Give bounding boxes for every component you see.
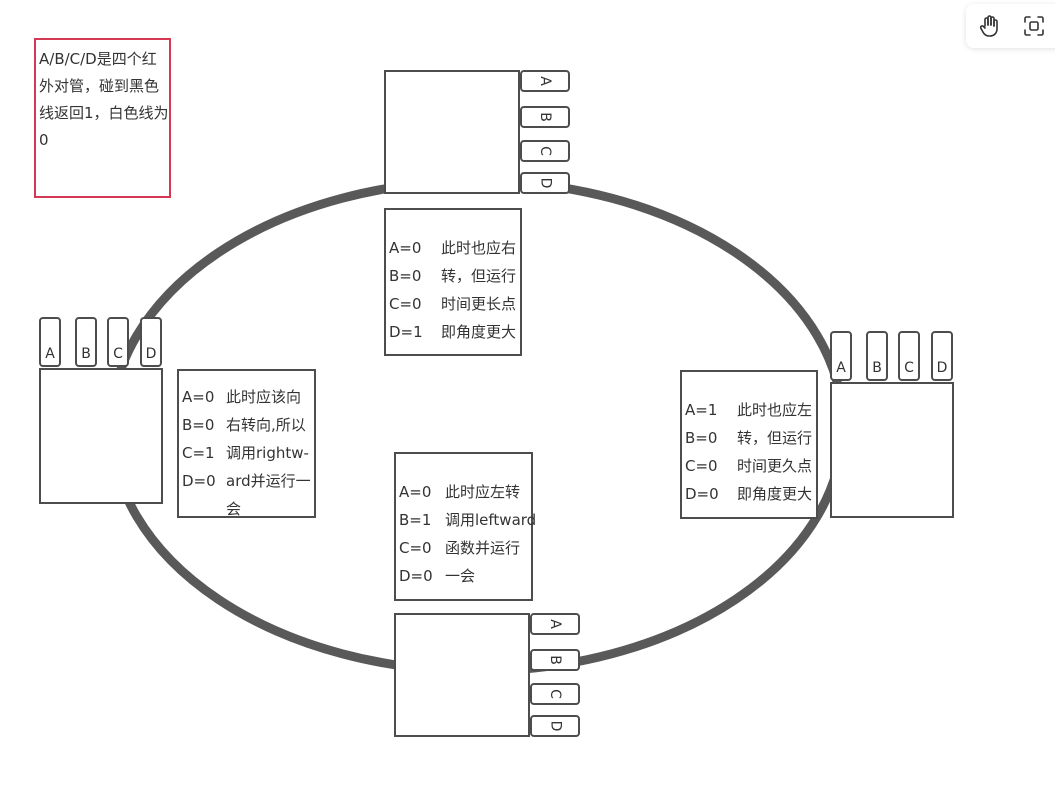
sensor-label: D xyxy=(547,720,563,732)
sensor-label: B xyxy=(536,112,553,122)
sensor-label: B xyxy=(546,655,563,665)
note-key xyxy=(182,495,222,523)
note-text: 调用rightw- xyxy=(226,444,309,462)
note-bottom: A=0 此时应左转 B=1 调用leftward C=0 函数并运行 D=0 一会 xyxy=(394,452,537,601)
note-key: D=1 xyxy=(389,323,423,341)
legend-note: A/B/C/D是四个红 外对管，碰到黑色 线返回1，白色线为 0 xyxy=(34,38,171,198)
sensor-label: A xyxy=(836,360,846,376)
sensor-label: A xyxy=(45,346,55,362)
sensor-tab-bottom-c: C xyxy=(530,683,580,705)
note-key: A=0 xyxy=(399,483,432,501)
note-text: 函数并运行 xyxy=(445,539,521,557)
sensor-tab-bottom-a: A xyxy=(530,613,580,635)
sensor-tab-top-c: C xyxy=(520,140,570,162)
note-key: A=1 xyxy=(685,401,718,419)
sensor-tab-left-b: B xyxy=(75,317,97,367)
note-text: 此时也应右 xyxy=(441,239,517,257)
note-text: 时间更长点 xyxy=(441,295,517,313)
note-key: D=0 xyxy=(182,472,216,490)
sensor-tab-right-c: C xyxy=(898,331,920,381)
legend-line: 0 xyxy=(39,131,49,149)
sensor-tab-top-b: B xyxy=(520,106,570,128)
sensor-label: B xyxy=(81,346,91,362)
note-text: 此时应左转 xyxy=(445,483,521,501)
note-key: D=0 xyxy=(685,485,719,503)
note-left: A=0 此时应该向 B=0 右转向,所以 C=1 调用rightw- D=0 ard并运… xyxy=(177,369,316,518)
hand-pan-icon[interactable] xyxy=(978,14,1002,38)
note-key: A=0 xyxy=(182,388,215,406)
car-right xyxy=(830,382,954,518)
sensor-tab-left-c: C xyxy=(107,317,129,367)
sensor-tab-right-b: B xyxy=(866,331,888,381)
sensor-label: B xyxy=(872,360,882,376)
sensor-tab-left-a: A xyxy=(39,317,61,367)
sensor-tab-right-d: D xyxy=(931,331,953,381)
sensor-tab-right-a: A xyxy=(830,331,852,381)
sensor-tab-top-d: D xyxy=(520,172,570,194)
sensor-label: D xyxy=(145,346,157,362)
note-text: 时间更久点 xyxy=(737,457,813,475)
note-key: B=0 xyxy=(182,416,215,434)
note-text: 转，但运行 xyxy=(737,429,813,447)
legend-line: 线返回1，白色线为 xyxy=(39,104,169,122)
legend-line: A/B/C/D是四个红 xyxy=(39,50,157,68)
sensor-label: C xyxy=(537,146,553,156)
note-text: ard并运行一 xyxy=(226,472,311,490)
sensor-label: D xyxy=(537,177,553,189)
car-top xyxy=(384,70,520,194)
car-left xyxy=(39,368,163,504)
sensor-tab-top-a: A xyxy=(520,70,570,92)
note-key: C=0 xyxy=(399,539,432,557)
canvas-toolbar xyxy=(966,4,1055,48)
sensor-tab-bottom-d: D xyxy=(530,715,580,737)
note-text: 即角度更大 xyxy=(737,485,813,503)
note-text: 即角度更大 xyxy=(441,323,517,341)
legend-line: 外对管，碰到黑色 xyxy=(39,77,160,95)
sensor-label: C xyxy=(547,689,563,699)
note-key: A=0 xyxy=(389,239,422,257)
note-key: B=0 xyxy=(685,429,718,447)
sensor-label: C xyxy=(904,360,914,376)
sensor-label: A xyxy=(536,76,553,86)
note-text: 右转向,所以 xyxy=(226,416,306,434)
sensor-tab-left-d: D xyxy=(140,317,162,367)
note-right: A=1 此时也应左 B=0 转，但运行 C=0 时间更久点 D=0 即角度更大 xyxy=(680,370,818,519)
sensor-label: A xyxy=(546,619,563,629)
note-top: A=0 此时也应右 B=0 转，但运行 C=0 时间更长点 D=1 即角度更大 xyxy=(384,208,522,356)
sensor-tab-bottom-b: B xyxy=(530,649,580,671)
note-text: 一会 xyxy=(445,567,476,585)
note-key: D=0 xyxy=(399,567,433,585)
note-text: 此时也应左 xyxy=(737,401,813,419)
note-text: 此时应该向 xyxy=(226,388,302,406)
note-key: C=0 xyxy=(389,295,422,313)
car-bottom xyxy=(394,613,530,737)
note-key: B=1 xyxy=(399,511,432,529)
fit-screen-icon[interactable] xyxy=(1022,14,1046,38)
note-key: C=0 xyxy=(685,457,718,475)
note-text: 会 xyxy=(226,500,242,518)
note-key: B=0 xyxy=(389,267,422,285)
sensor-label: D xyxy=(936,360,948,376)
note-key: C=1 xyxy=(182,444,215,462)
note-text: 调用leftward xyxy=(445,511,537,529)
note-text: 转，但运行 xyxy=(441,267,517,285)
sensor-label: C xyxy=(113,346,123,362)
